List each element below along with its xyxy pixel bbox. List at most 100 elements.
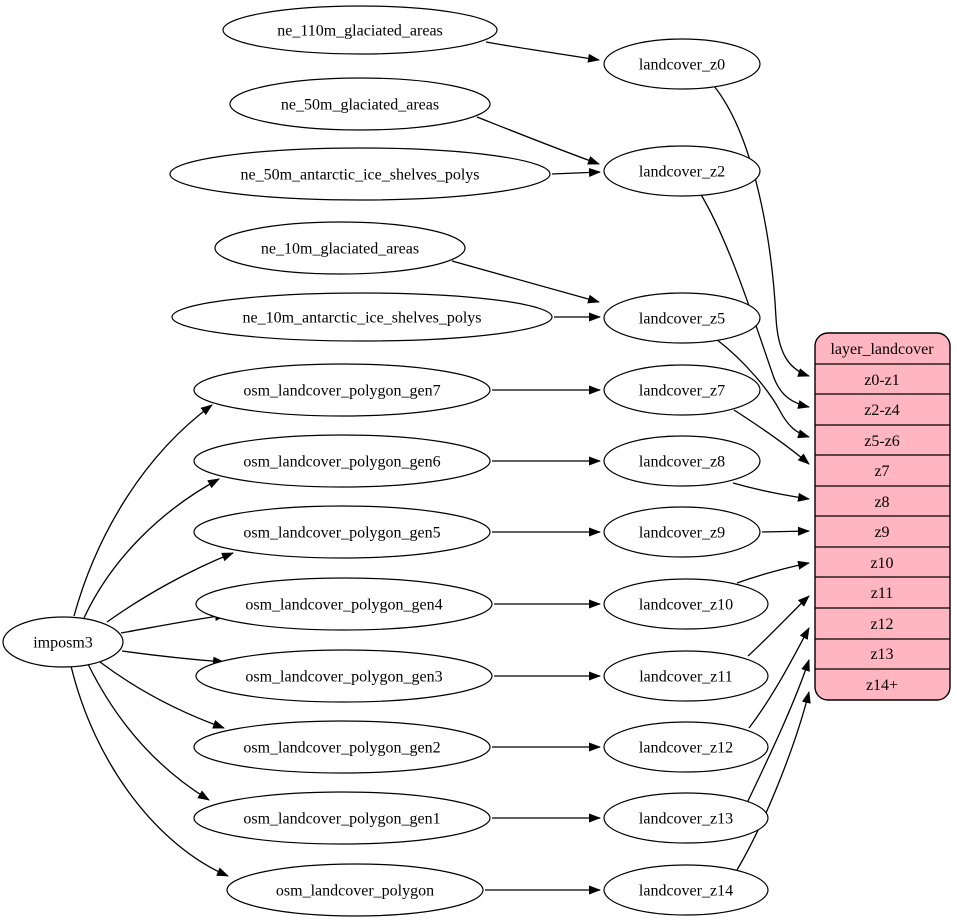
node-ellipse bbox=[603, 435, 761, 487]
edge-z2-row-z2z4 bbox=[699, 192, 810, 409]
node-ellipse bbox=[193, 720, 491, 774]
edge-imposm3-gen1 bbox=[87, 663, 210, 801]
node-label: imposm3 bbox=[33, 635, 93, 652]
edge-imposm3-polygon bbox=[70, 665, 229, 877]
node-ellipse bbox=[603, 864, 769, 916]
node-label: landcover_z5 bbox=[639, 311, 725, 328]
node-label: landcover_z2 bbox=[639, 164, 725, 181]
edge-z8-row-z8 bbox=[732, 482, 810, 502]
table-row-label: z9 bbox=[874, 524, 889, 541]
table-title: layer_landcover bbox=[830, 341, 934, 358]
node-ellipse bbox=[603, 364, 761, 416]
table-row-label: z14+ bbox=[866, 677, 898, 694]
node-ne-50m-antarctic-ice-shelves-polys: ne_50m_antarctic_ice_shelves_polys bbox=[169, 147, 551, 201]
node-label: landcover_z11 bbox=[639, 669, 733, 686]
node-label: landcover_z7 bbox=[639, 383, 725, 400]
node-ellipse bbox=[193, 791, 491, 845]
node-label: osm_landcover_polygon_gen3 bbox=[245, 669, 442, 686]
node-label: osm_landcover_polygon_gen1 bbox=[243, 811, 440, 828]
edge-z14-row-z14 bbox=[736, 691, 811, 871]
table-row-label: z2-z4 bbox=[864, 402, 900, 419]
edge-imposm3-gen7 bbox=[73, 404, 213, 617]
node-ne-110m-glaciated-areas: ne_110m_glaciated_areas bbox=[222, 5, 498, 55]
node-ellipse bbox=[226, 863, 484, 917]
node-label: landcover_z8 bbox=[639, 454, 725, 471]
node-label: ne_50m_antarctic_ice_shelves_polys bbox=[240, 167, 479, 184]
node-label: osm_landcover_polygon_gen5 bbox=[243, 525, 440, 542]
node-label: osm_landcover_polygon bbox=[276, 883, 434, 900]
node-ellipse bbox=[222, 5, 498, 55]
table-row-label: z10 bbox=[870, 555, 893, 572]
node-landcover-z0: landcover_z0 bbox=[603, 38, 761, 90]
node-ellipse bbox=[195, 649, 493, 703]
node-osm-landcover-polygon-gen1: osm_landcover_polygon_gen1 bbox=[193, 791, 491, 845]
node-label: ne_10m_antarctic_ice_shelves_polys bbox=[242, 310, 481, 327]
node-landcover-z2: landcover_z2 bbox=[603, 145, 761, 197]
table-row-label: z7 bbox=[874, 463, 889, 480]
node-ellipse bbox=[603, 578, 769, 630]
node-ellipse bbox=[193, 505, 491, 559]
nodes: imposm3 ne_110m_glaciated_areas ne_50m_g… bbox=[2, 5, 769, 917]
node-landcover-z10: landcover_z10 bbox=[603, 578, 769, 630]
node-label: landcover_z10 bbox=[639, 597, 733, 614]
node-label: ne_50m_glaciated_areas bbox=[281, 97, 439, 114]
node-ellipse bbox=[193, 434, 491, 488]
node-osm-landcover-polygon-gen4: osm_landcover_polygon_gen4 bbox=[195, 577, 493, 631]
node-landcover-z7: landcover_z7 bbox=[603, 364, 761, 416]
table-row-label: z12 bbox=[870, 616, 893, 633]
node-label: osm_landcover_polygon_gen6 bbox=[243, 454, 440, 471]
table-layer-landcover: layer_landcover z0-z1 z2-z4 z5-z6 z7 z8 … bbox=[814, 332, 951, 701]
edge-z5-row-z5z6 bbox=[715, 338, 810, 439]
node-label: landcover_z14 bbox=[639, 883, 733, 900]
edge-z10-row-z10 bbox=[736, 560, 810, 584]
node-landcover-z11: landcover_z11 bbox=[603, 650, 769, 702]
node-osm-landcover-polygon-gen6: osm_landcover_polygon_gen6 bbox=[193, 434, 491, 488]
node-label: ne_110m_glaciated_areas bbox=[277, 23, 443, 40]
node-osm-landcover-polygon-gen5: osm_landcover_polygon_gen5 bbox=[193, 505, 491, 559]
edge-imposm3-gen6 bbox=[83, 478, 220, 619]
node-label: landcover_z0 bbox=[639, 57, 725, 74]
node-label: landcover_z13 bbox=[639, 811, 733, 828]
edge-z11-row-z11 bbox=[747, 595, 810, 657]
node-ellipse bbox=[193, 363, 491, 417]
node-ellipse bbox=[603, 38, 761, 90]
node-label: landcover_z12 bbox=[639, 740, 733, 757]
node-landcover-z12: landcover_z12 bbox=[603, 721, 769, 773]
edge-z12-row-z12 bbox=[748, 627, 810, 729]
edge-imposm3-gen3 bbox=[121, 650, 225, 666]
node-ne-50m-glaciated-areas: ne_50m_glaciated_areas bbox=[229, 77, 491, 131]
table-row-label: z8 bbox=[874, 494, 889, 511]
node-imposm3: imposm3 bbox=[2, 616, 124, 668]
node-osm-landcover-polygon-gen3: osm_landcover_polygon_gen3 bbox=[195, 649, 493, 703]
node-ellipse bbox=[2, 616, 124, 668]
node-osm-landcover-polygon-gen7: osm_landcover_polygon_gen7 bbox=[193, 363, 491, 417]
node-ellipse bbox=[603, 792, 769, 844]
node-label: landcover_z9 bbox=[639, 525, 725, 542]
table-row-label: z0-z1 bbox=[864, 372, 900, 389]
node-ellipse bbox=[603, 145, 761, 197]
table-row-label: z11 bbox=[871, 585, 894, 602]
edges bbox=[70, 41, 811, 895]
node-landcover-z14: landcover_z14 bbox=[603, 864, 769, 916]
node-ellipse bbox=[603, 650, 769, 702]
table-row-label: z13 bbox=[870, 646, 893, 663]
node-landcover-z13: landcover_z13 bbox=[603, 792, 769, 844]
edge-z0-row-z0z1 bbox=[713, 85, 810, 377]
node-ellipse bbox=[214, 221, 466, 275]
node-ne-10m-antarctic-ice-shelves-polys: ne_10m_antarctic_ice_shelves_polys bbox=[171, 292, 553, 342]
node-ellipse bbox=[603, 506, 761, 558]
table-row-label: z5-z6 bbox=[864, 433, 900, 450]
node-osm-landcover-polygon-gen2: osm_landcover_polygon_gen2 bbox=[193, 720, 491, 774]
node-label: osm_landcover_polygon_gen2 bbox=[243, 740, 440, 757]
edge-z13-row-z13 bbox=[746, 659, 810, 804]
node-landcover-z5: landcover_z5 bbox=[603, 292, 761, 344]
node-label: osm_landcover_polygon_gen7 bbox=[243, 383, 440, 400]
node-label: osm_landcover_polygon_gen4 bbox=[245, 597, 442, 614]
edge-imposm3-gen4 bbox=[120, 612, 227, 634]
node-ellipse bbox=[603, 721, 769, 773]
node-ellipse bbox=[603, 292, 761, 344]
node-ellipse bbox=[169, 147, 551, 201]
node-ne-10m-glaciated-areas: ne_10m_glaciated_areas bbox=[214, 221, 466, 275]
